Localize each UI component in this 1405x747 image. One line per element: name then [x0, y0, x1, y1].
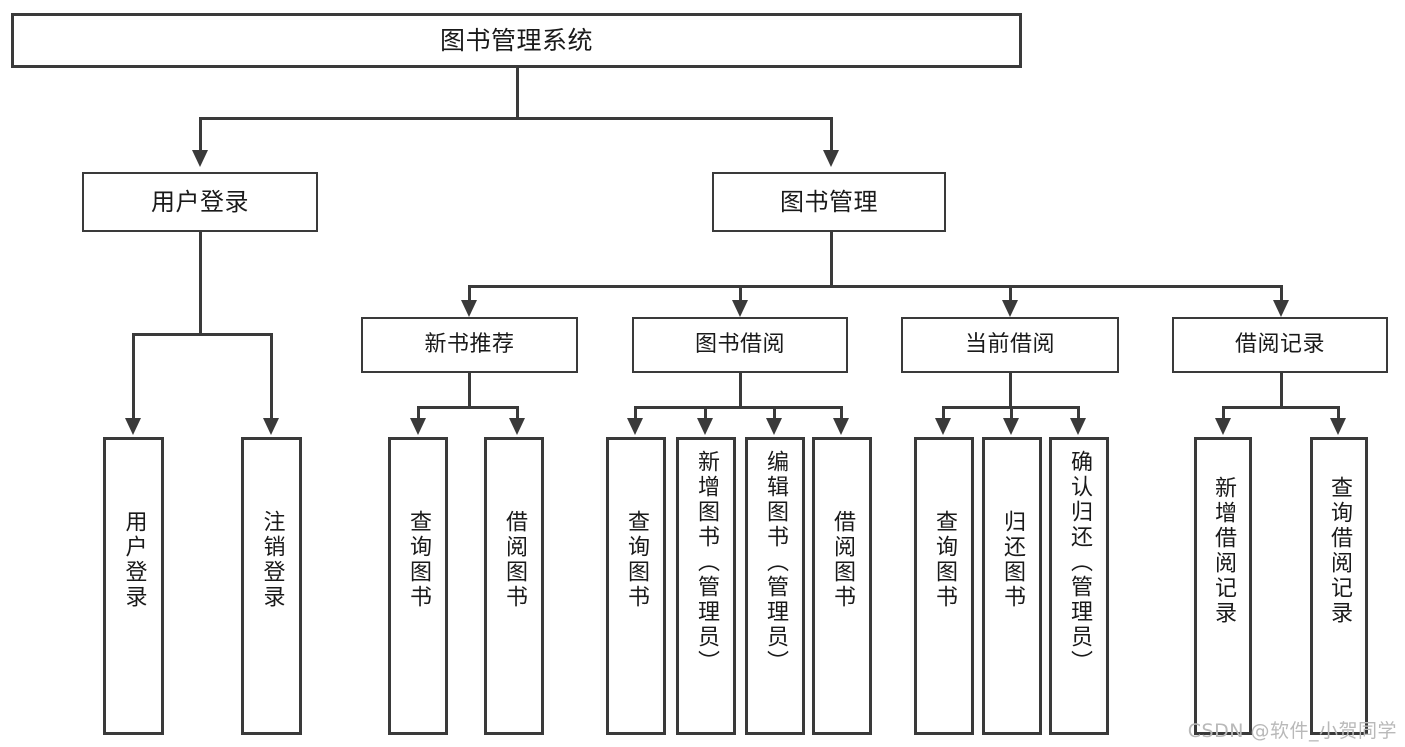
arrowhead-user-login-to-leaf-1 [125, 418, 141, 435]
connector-bb-to-leaf-4 [840, 406, 843, 419]
node-current-borrow[interactable]: 当前借阅 [901, 317, 1119, 373]
arrowhead-br-to-leaf-2 [1330, 418, 1346, 435]
leaf-label: 借阅图书 [502, 510, 527, 610]
connector-br-to-leaf-2 [1337, 406, 1340, 419]
connector-bm-to-borrow-record [1280, 285, 1283, 302]
leaf-query-book-borrow[interactable]: 查询图书 [606, 437, 666, 735]
node-label: 图书借阅 [694, 331, 785, 357]
leaf-label: 注销登录 [259, 510, 285, 610]
node-new-book-recommend[interactable]: 新书推荐 [361, 317, 578, 373]
connector-cb-to-leaf-3 [1077, 406, 1080, 419]
node-label: 图书管理系统 [439, 25, 593, 55]
leaf-label: 查询图书 [624, 510, 649, 610]
leaf-label: 新增图书（管理员） [694, 450, 719, 675]
leaf-user-login[interactable]: 用户登录 [103, 437, 164, 735]
node-borrow-record[interactable]: 借阅记录 [1172, 317, 1388, 373]
leaf-query-book-current[interactable]: 查询图书 [914, 437, 974, 735]
arrowhead-nb-to-leaf-1 [410, 418, 426, 435]
connector-user-login-to-leaf-2 [270, 333, 273, 419]
connector-user-login-bar [132, 333, 272, 336]
connector-book-borrow-stem [739, 373, 742, 408]
connector-book-management-stem [830, 232, 833, 287]
connector-new-book-bar [417, 406, 519, 409]
leaf-confirm-return-admin[interactable]: 确认归还（管理员） [1049, 437, 1109, 735]
arrowhead-nb-to-leaf-2 [509, 418, 525, 435]
leaf-query-borrow-record[interactable]: 查询借阅记录 [1310, 437, 1368, 735]
node-user-login[interactable]: 用户登录 [82, 172, 318, 232]
connector-root-to-book-management [830, 117, 833, 151]
arrowhead-bm-to-new-book [461, 300, 477, 317]
arrowhead-cb-to-leaf-2 [1003, 418, 1019, 435]
leaf-label: 归还图书 [1000, 510, 1025, 610]
node-book-borrow[interactable]: 图书借阅 [632, 317, 848, 373]
node-label: 当前借阅 [964, 331, 1055, 357]
leaf-borrow-book[interactable]: 借阅图书 [812, 437, 872, 735]
connector-user-login-stem [199, 232, 202, 335]
node-book-management[interactable]: 图书管理 [712, 172, 946, 232]
connector-user-login-to-leaf-1 [132, 333, 135, 419]
connector-bb-to-leaf-2 [704, 406, 707, 419]
arrowhead-br-to-leaf-1 [1215, 418, 1231, 435]
arrowhead-bm-to-book-borrow [732, 300, 748, 317]
arrowhead-bb-to-leaf-2 [697, 418, 713, 435]
arrowhead-user-login-to-leaf-2 [263, 418, 279, 435]
connector-cb-to-leaf-2 [1010, 406, 1013, 419]
connector-nb-to-leaf-1 [417, 406, 420, 419]
node-label: 新书推荐 [424, 331, 515, 357]
leaf-add-book-admin[interactable]: 新增图书（管理员） [676, 437, 736, 735]
arrowhead-root-to-book-management [823, 150, 839, 167]
connector-root-to-user-login [199, 117, 202, 151]
leaf-label: 查询借阅记录 [1327, 476, 1352, 626]
connector-borrow-record-stem [1280, 373, 1283, 408]
node-label: 借阅记录 [1234, 331, 1325, 357]
leaf-label: 用户登录 [121, 510, 147, 610]
node-root-book-management-system[interactable]: 图书管理系统 [11, 13, 1022, 68]
connector-bm-to-book-borrow [739, 285, 742, 302]
node-label: 用户登录 [151, 187, 249, 216]
connector-bb-to-leaf-3 [773, 406, 776, 419]
arrowhead-cb-to-leaf-1 [935, 418, 951, 435]
connector-cb-to-leaf-1 [942, 406, 945, 419]
arrowhead-root-to-user-login [192, 150, 208, 167]
connector-current-borrow-stem [1009, 373, 1012, 408]
leaf-return-book[interactable]: 归还图书 [982, 437, 1042, 735]
leaf-label: 查询图书 [406, 510, 431, 610]
leaf-label: 编辑图书（管理员） [763, 450, 788, 675]
leaf-label: 新增借阅记录 [1211, 476, 1236, 626]
connector-root-bar [199, 117, 833, 120]
connector-book-management-bar [468, 285, 1280, 288]
leaf-label: 查询图书 [932, 510, 957, 610]
leaf-borrow-book-recommend[interactable]: 借阅图书 [484, 437, 544, 735]
leaf-query-book-recommend[interactable]: 查询图书 [388, 437, 448, 735]
connector-bm-to-current-borrow [1009, 285, 1012, 302]
connector-bb-to-leaf-1 [634, 406, 637, 419]
leaf-add-borrow-record[interactable]: 新增借阅记录 [1194, 437, 1252, 735]
connector-bm-to-new-book [468, 285, 471, 302]
leaf-label: 借阅图书 [830, 510, 855, 610]
connector-br-to-leaf-1 [1222, 406, 1225, 419]
leaf-edit-book-admin[interactable]: 编辑图书（管理员） [745, 437, 805, 735]
arrowhead-bm-to-current-borrow [1002, 300, 1018, 317]
arrowhead-bb-to-leaf-1 [627, 418, 643, 435]
node-label: 图书管理 [780, 187, 878, 216]
connector-book-borrow-bar [634, 406, 842, 409]
connector-new-book-stem [468, 373, 471, 408]
csdn-watermark: CSDN @软件_小贺同学 [1187, 720, 1397, 742]
arrowhead-cb-to-leaf-3 [1070, 418, 1086, 435]
arrowhead-bb-to-leaf-4 [833, 418, 849, 435]
arrowhead-bb-to-leaf-3 [766, 418, 782, 435]
connector-nb-to-leaf-2 [516, 406, 519, 419]
leaf-logout[interactable]: 注销登录 [241, 437, 302, 735]
arrowhead-bm-to-borrow-record [1273, 300, 1289, 317]
leaf-label: 确认归还（管理员） [1067, 450, 1092, 675]
connector-root-stem [516, 68, 519, 119]
connector-borrow-record-bar [1222, 406, 1340, 409]
